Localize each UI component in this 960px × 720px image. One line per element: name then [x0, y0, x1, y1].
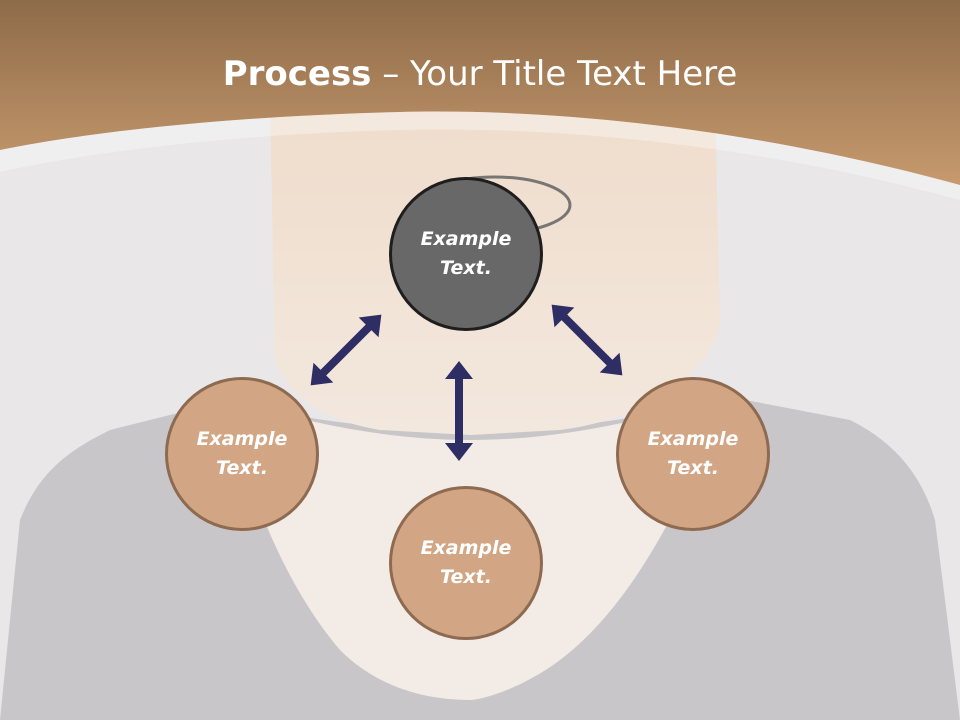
node-left: Example Text. [165, 377, 319, 531]
node-bottom-line2: Text. [440, 566, 492, 588]
node-bottom-line1: Example [420, 537, 512, 559]
title-rest: – Your Title Text Here [371, 54, 738, 94]
node-left-line2: Text. [216, 457, 268, 479]
node-bottom: Example Text. [389, 486, 543, 640]
node-left-line1: Example [196, 428, 288, 450]
node-right-line1: Example [647, 428, 739, 450]
title-bold: Process [222, 54, 372, 94]
node-right-line2: Text. [667, 457, 719, 479]
node-right: Example Text. [616, 377, 770, 531]
node-top: Example Text. [389, 177, 543, 331]
node-top-line2: Text. [440, 257, 492, 279]
node-top-line1: Example [420, 228, 512, 250]
slide-title: Process – Your Title Text Here [0, 52, 960, 96]
